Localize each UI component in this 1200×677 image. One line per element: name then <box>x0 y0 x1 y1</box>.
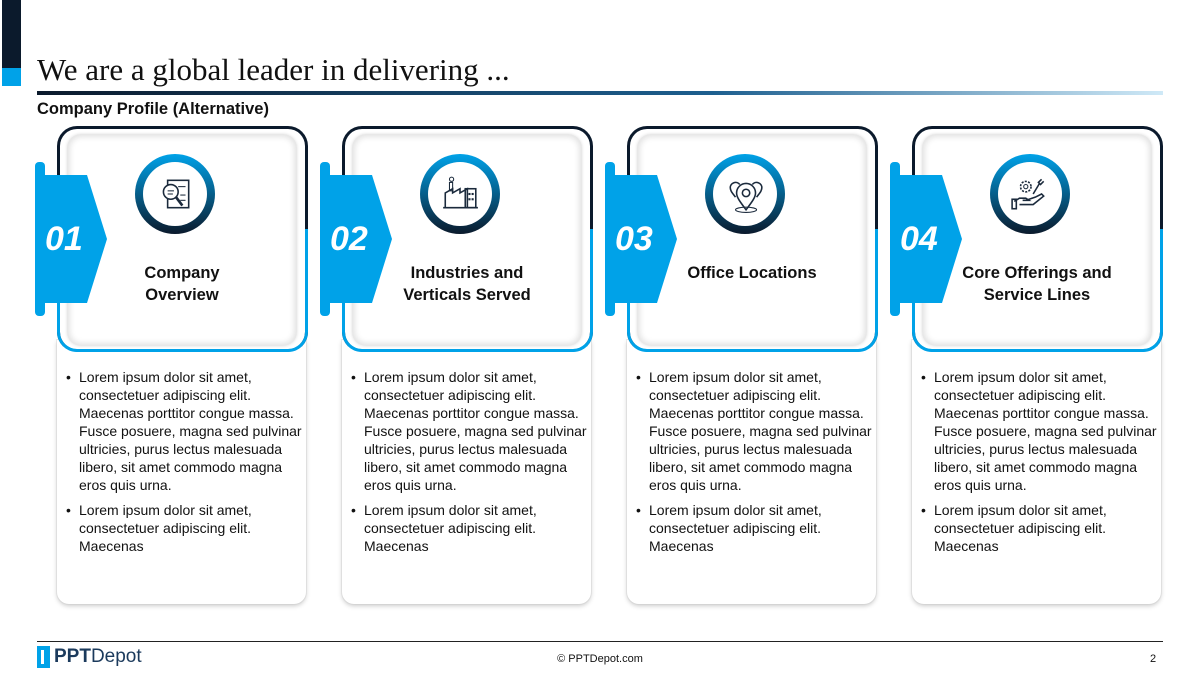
bullet-list: Lorem ipsum dolor sit amet, consectetuer… <box>65 368 305 562</box>
bullet-item: Lorem ipsum dolor sit amet, consectetuer… <box>350 368 590 494</box>
card-heading: Industries and Verticals Served <box>403 264 531 304</box>
number-tab-arrow <box>890 162 962 316</box>
bullet-list: Lorem ipsum dolor sit amet, consectetuer… <box>635 368 875 562</box>
footer-divider <box>37 641 1163 642</box>
icon-circle <box>135 154 215 234</box>
card-01: 01 Company Overview Lorem ipsum dolor si… <box>35 124 309 604</box>
copyright: © PPTDepot.com <box>557 653 643 665</box>
card-heading: Company Overview <box>144 264 220 304</box>
card-03: 03 Office Locations Lorem ipsum dolor si… <box>605 124 879 604</box>
icon-circle <box>990 154 1070 234</box>
card-number: 04 <box>900 220 938 258</box>
page-subtitle: Company Profile (Alternative) <box>37 100 269 118</box>
title-divider <box>37 91 1163 95</box>
card-number: 02 <box>330 220 368 258</box>
bullet-item: Lorem ipsum dolor sit amet, consectetuer… <box>635 501 875 555</box>
bullet-list: Lorem ipsum dolor sit amet, consectetuer… <box>920 368 1160 562</box>
bullet-item: Lorem ipsum dolor sit amet, consectetuer… <box>65 501 305 555</box>
location-pins-icon <box>729 181 763 213</box>
accent-bar-blue <box>2 68 21 86</box>
bullet-item: Lorem ipsum dolor sit amet, consectetuer… <box>635 368 875 494</box>
card-04: 04 Core Offerings and Service Lines Lore… <box>890 124 1164 604</box>
bullet-item: Lorem ipsum dolor sit amet, consectetuer… <box>920 501 1160 555</box>
card-number: 01 <box>45 220 83 258</box>
card-heading: Core Offerings and Service Lines <box>962 264 1112 304</box>
pptdepot-logo: PPTDepot <box>37 646 142 668</box>
bullet-item: Lorem ipsum dolor sit amet, consectetuer… <box>65 368 305 494</box>
card-number: 03 <box>615 220 653 258</box>
page-number: 2 <box>1150 653 1157 665</box>
logo-mark-icon <box>37 646 50 668</box>
number-tab-arrow <box>35 162 107 316</box>
bullet-item: Lorem ipsum dolor sit amet, consectetuer… <box>920 368 1160 494</box>
accent-bar-dark <box>2 0 21 68</box>
factory-icon <box>443 176 478 209</box>
card-heading: Office Locations <box>687 264 817 282</box>
logo-text-bold: PPT <box>54 646 91 667</box>
icon-circle <box>420 154 500 234</box>
card-02: 02 Industries and Verticals Served Lorem… <box>320 124 594 604</box>
service-hand-gear-icon <box>1011 178 1045 210</box>
page-title: We are a global leader in delivering ... <box>37 52 510 87</box>
icon-circle <box>705 154 785 234</box>
document-search-icon <box>162 179 190 209</box>
logo-text-rest: Depot <box>90 646 142 667</box>
number-tab-arrow <box>605 162 677 316</box>
bullet-item: Lorem ipsum dolor sit amet, consectetuer… <box>350 501 590 555</box>
bullet-list: Lorem ipsum dolor sit amet, consectetuer… <box>350 368 590 562</box>
number-tab-arrow <box>320 162 392 316</box>
